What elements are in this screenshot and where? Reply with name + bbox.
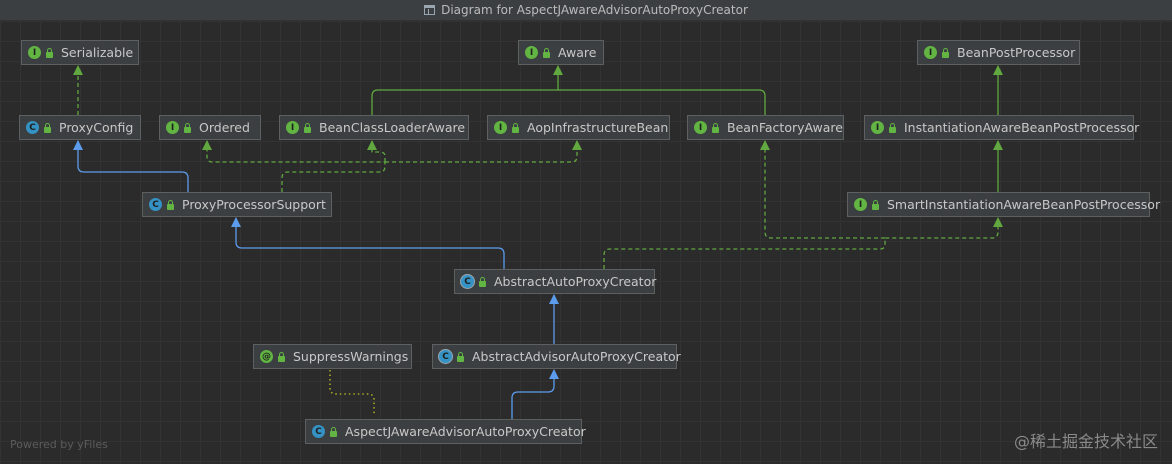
lock-icon xyxy=(46,47,53,58)
node-instantiation-aware-bpp[interactable]: I InstantiationAwareBeanPostProcessor xyxy=(864,115,1139,140)
node-smart-instantiation-aware-bpp[interactable]: I SmartInstantiationAwareBeanPostProcess… xyxy=(847,192,1160,217)
edge-beanfactoryaware-aware xyxy=(558,89,766,115)
node-proxy-config[interactable]: C ProxyConfig xyxy=(19,115,141,140)
annotation-icon: @ xyxy=(260,350,273,363)
lock-icon xyxy=(167,199,174,210)
lock-icon xyxy=(278,351,285,362)
window-title-bar: Diagram for AspectJAwareAdvisorAutoProxy… xyxy=(0,0,1172,21)
lock-icon xyxy=(44,122,51,133)
node-aware[interactable]: I Aware xyxy=(518,40,604,65)
juejin-watermark: @稀土掘金技术社区 xyxy=(1013,432,1158,451)
yfiles-watermark: Powered by yFiles xyxy=(10,438,108,451)
edge-pps-ordered xyxy=(202,140,386,192)
lock-icon xyxy=(942,47,949,58)
lock-icon xyxy=(330,426,337,437)
node-label: Ordered xyxy=(199,120,250,135)
node-label: BeanFactoryAware xyxy=(727,120,843,135)
node-label: AbstractAutoProxyCreator xyxy=(494,274,657,289)
interface-icon: I xyxy=(166,121,179,134)
node-label: AspectJAwareAdvisorAutoProxyCreator xyxy=(345,424,586,439)
edge-aapc-pps xyxy=(231,217,505,269)
lock-icon xyxy=(479,276,486,287)
interface-icon: I xyxy=(525,46,538,59)
edge-suppresswarnings-annotation xyxy=(329,370,375,416)
node-label: Aware xyxy=(558,45,597,60)
node-abstract-advisor-auto-proxy-creator[interactable]: C AbstractAdvisorAutoProxyCreator xyxy=(432,344,681,369)
lock-icon xyxy=(872,199,879,210)
class-icon: C xyxy=(26,121,39,134)
diagram-canvas[interactable] xyxy=(0,21,1172,464)
interface-icon: I xyxy=(924,46,937,59)
edge-beanclassloaderaware-aware xyxy=(371,65,563,115)
class-icon: C xyxy=(312,425,325,438)
node-label: ProxyConfig xyxy=(59,120,134,135)
interface-icon: I xyxy=(694,121,707,134)
node-bean-post-processor[interactable]: I BeanPostProcessor xyxy=(917,40,1080,65)
node-label: InstantiationAwareBeanPostProcessor xyxy=(904,120,1140,135)
interface-icon: I xyxy=(854,198,867,211)
node-aspectj-aware-advisor-auto-proxy-creator[interactable]: C AspectJAwareAdvisorAutoProxyCreator xyxy=(305,419,586,444)
interface-icon: I xyxy=(494,121,507,134)
node-abstract-auto-proxy-creator[interactable]: C AbstractAutoProxyCreator xyxy=(454,269,657,294)
node-label: AbstractAdvisorAutoProxyCreator xyxy=(472,349,681,364)
interface-icon: I xyxy=(871,121,884,134)
edge-pps-aopinfrastructurebean xyxy=(385,140,582,163)
node-label: SuppressWarnings xyxy=(293,349,409,364)
node-label: AopInfrastructureBean xyxy=(527,120,669,135)
node-proxy-processor-support[interactable]: C ProxyProcessorSupport xyxy=(142,192,332,217)
node-label: BeanPostProcessor xyxy=(957,45,1076,60)
node-label: SmartInstantiationAwareBeanPostProcessor xyxy=(887,197,1161,212)
class-icon: C xyxy=(149,198,162,211)
lock-icon xyxy=(512,122,519,133)
lock-icon xyxy=(304,122,311,133)
node-label: Serializable xyxy=(61,45,134,60)
node-label: ProxyProcessorSupport xyxy=(182,197,326,212)
node-suppress-warnings[interactable]: @ SuppressWarnings xyxy=(253,344,412,369)
node-serializable[interactable]: I Serializable xyxy=(21,40,139,65)
window-title: Diagram for AspectJAwareAdvisorAutoProxy… xyxy=(441,3,748,17)
abstract-class-icon: C xyxy=(461,275,474,288)
diagram-icon xyxy=(424,5,436,15)
lock-icon xyxy=(184,122,191,133)
node-bean-factory-aware[interactable]: I BeanFactoryAware xyxy=(687,115,844,140)
edge-aapc-siabpp xyxy=(603,217,1003,269)
node-aop-infrastructure-bean[interactable]: I AopInfrastructureBean xyxy=(487,115,670,140)
edge-pps-proxyconfig xyxy=(73,140,189,192)
lock-icon xyxy=(457,351,464,362)
node-ordered[interactable]: I Ordered xyxy=(159,115,261,140)
lock-icon xyxy=(543,47,550,58)
lock-icon xyxy=(889,122,896,133)
edge-pps-beanclassloaderaware xyxy=(367,140,386,162)
edge-aapc-beanfactoryaware xyxy=(760,140,885,239)
interface-icon: I xyxy=(286,121,299,134)
abstract-class-icon: C xyxy=(439,350,452,363)
node-label: BeanClassLoaderAware xyxy=(319,120,466,135)
edge-ajaapc-aaapc xyxy=(511,369,559,419)
node-bean-class-loader-aware[interactable]: I BeanClassLoaderAware xyxy=(279,115,469,140)
lock-icon xyxy=(712,122,719,133)
interface-icon: I xyxy=(28,46,41,59)
